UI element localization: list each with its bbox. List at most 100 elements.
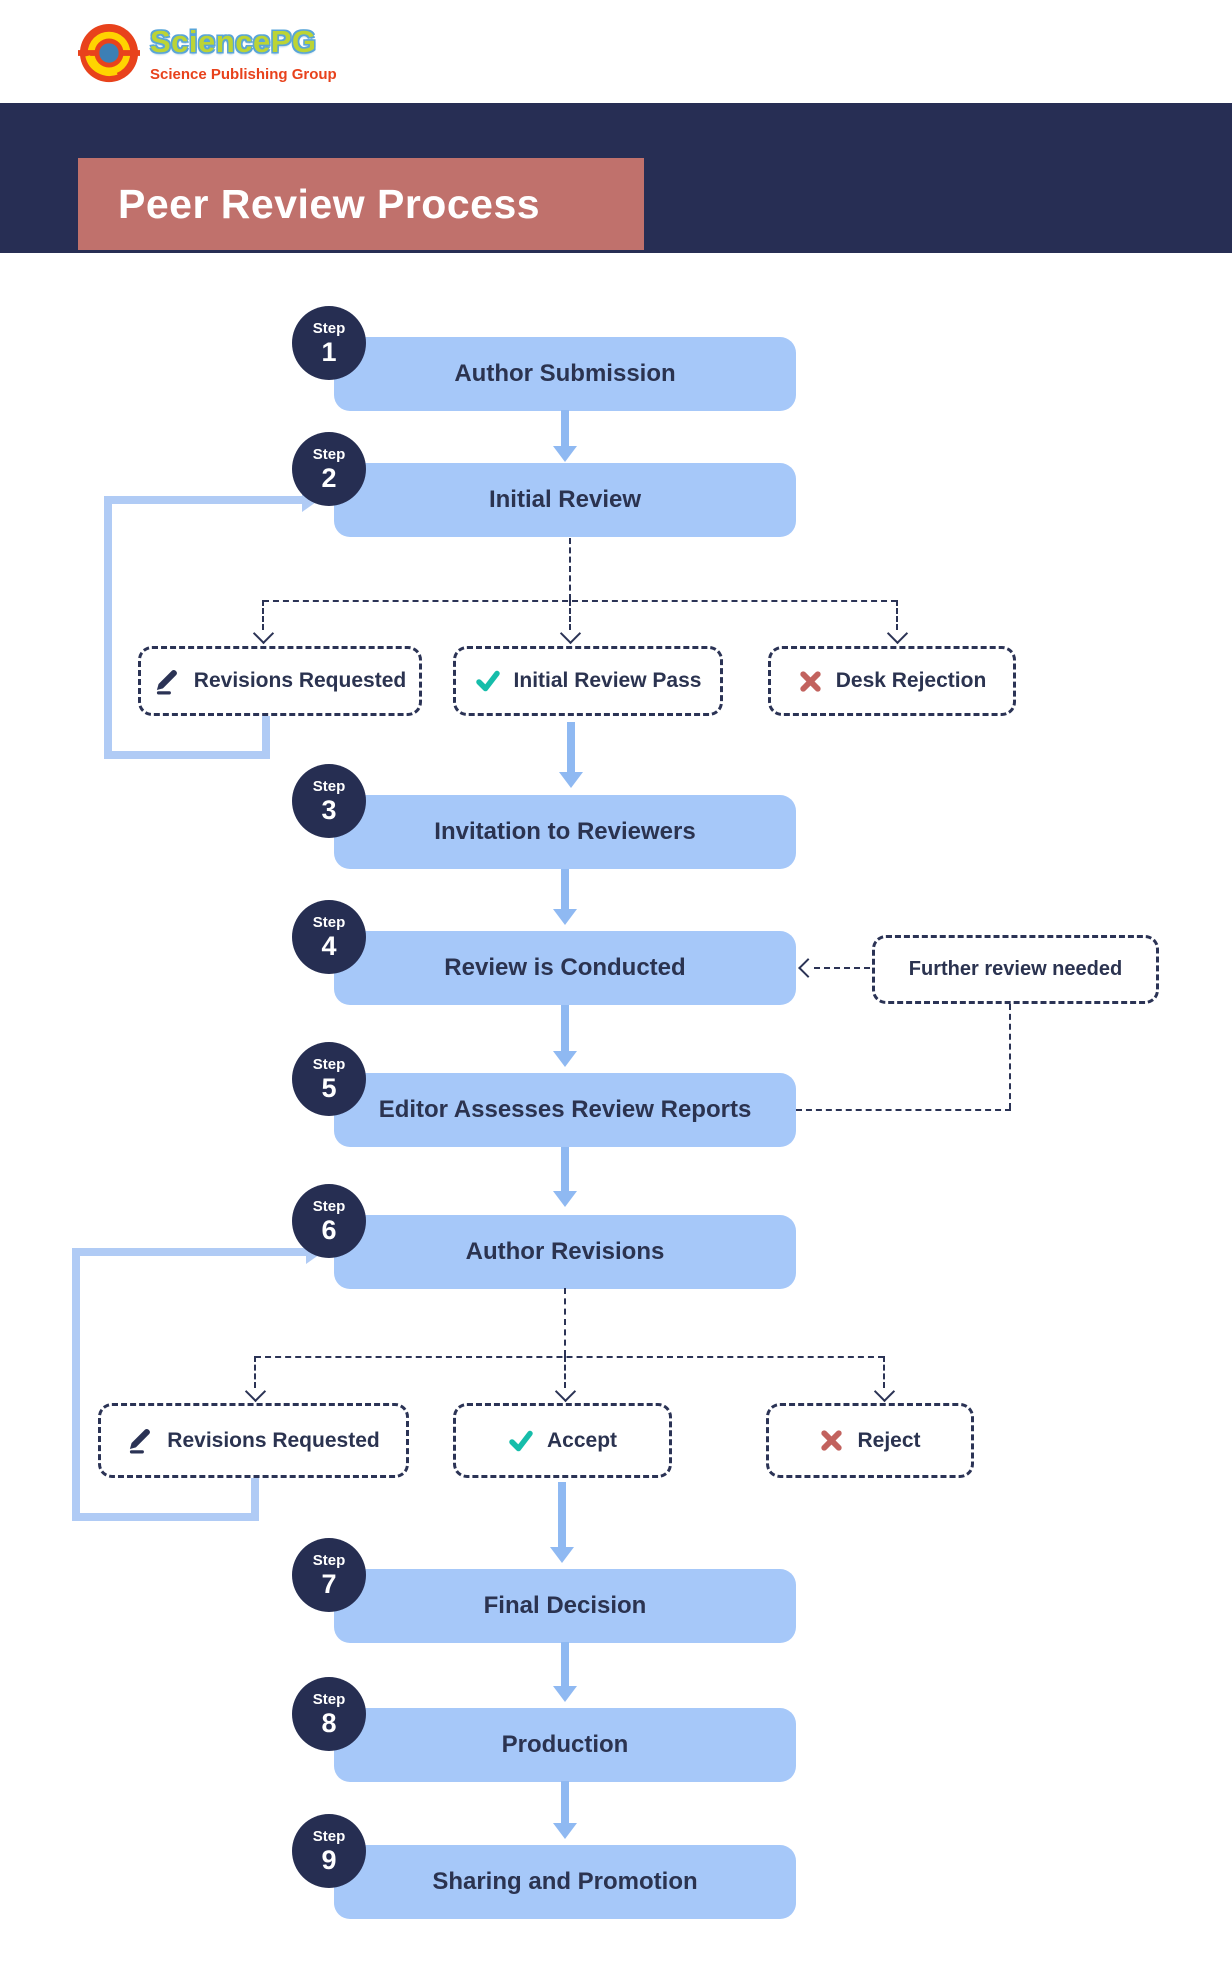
dashed-connector-round2-horizontal bbox=[255, 1356, 884, 1358]
feedback-loop-2-top bbox=[72, 1248, 306, 1256]
arrowhead-round1-middle bbox=[559, 622, 582, 645]
step-label: Invitation to Reviewers bbox=[434, 818, 696, 845]
step-badge-word: Step bbox=[312, 777, 346, 795]
dashed-connector-step6-down bbox=[564, 1288, 566, 1356]
arrow-step8-step9 bbox=[561, 1781, 569, 1823]
arrowhead-round2-middle bbox=[554, 1380, 577, 1403]
pencil-icon bbox=[156, 669, 177, 694]
arrow-accept-step7 bbox=[558, 1482, 566, 1547]
step-badge-word: Step bbox=[312, 1551, 346, 1569]
step-badge-8: Step 8 bbox=[292, 1677, 366, 1751]
step-box-production: Production bbox=[334, 1708, 796, 1782]
step-box-author-submission: Author Submission bbox=[334, 337, 796, 411]
title-box: Peer Review Process bbox=[78, 158, 644, 250]
step-badge-word: Step bbox=[312, 1197, 346, 1215]
dashed-connector-round2-middle bbox=[564, 1356, 566, 1388]
feedback-loop-1-bottom bbox=[104, 751, 270, 759]
step-box-author-revisions: Author Revisions bbox=[334, 1215, 796, 1289]
dashed-connector-step2-down bbox=[569, 538, 571, 600]
x-icon bbox=[821, 1430, 843, 1451]
step-badge-7: Step 7 bbox=[292, 1538, 366, 1612]
step-badge-3: Step 3 bbox=[292, 764, 366, 838]
arrow-step5-step6 bbox=[561, 1147, 569, 1191]
branch-reject: Reject bbox=[766, 1403, 974, 1478]
arrow-step4-step5 bbox=[561, 1005, 569, 1051]
step-badge-word: Step bbox=[312, 445, 346, 463]
step-label: Final Decision bbox=[483, 1592, 647, 1619]
arrow-step3-step4 bbox=[561, 869, 569, 909]
step-box-sharing-and-promotion: Sharing and Promotion bbox=[334, 1845, 796, 1919]
logo-tagline-text: Science Publishing Group bbox=[150, 65, 337, 83]
step-label: Initial Review bbox=[488, 486, 642, 513]
branch-accept: Accept bbox=[453, 1403, 672, 1478]
check-icon bbox=[475, 670, 500, 692]
branch-desk-rejection: Desk Rejection bbox=[768, 646, 1016, 716]
step-badge-number: 7 bbox=[321, 1568, 337, 1599]
dashed-connector-round1-horizontal bbox=[263, 600, 897, 602]
check-icon bbox=[509, 1430, 533, 1451]
step-badge-6: Step 6 bbox=[292, 1184, 366, 1258]
sciencepg-logo-icon bbox=[78, 23, 140, 83]
dashed-connector-round2-right bbox=[883, 1356, 885, 1388]
step-badge-word: Step bbox=[312, 1827, 346, 1845]
dashed-connector-round1-middle bbox=[569, 600, 571, 630]
step-label: Author Submission bbox=[454, 360, 676, 387]
step-badge-number: 2 bbox=[321, 462, 337, 493]
pencil-icon bbox=[130, 1429, 151, 1454]
step-label: Sharing and Promotion bbox=[432, 1868, 698, 1895]
dashed-connector-round1-left bbox=[262, 600, 264, 630]
step-box-invitation-to-reviewers: Invitation to Reviewers bbox=[334, 795, 796, 869]
branch-initial-review-pass: Initial Review Pass bbox=[453, 646, 723, 716]
branch-revisions-requested-1: Revisions Requested bbox=[138, 646, 422, 716]
step-badge-number: 9 bbox=[321, 1844, 337, 1875]
step-badge-4: Step 4 bbox=[292, 900, 366, 974]
step-box-initial-review: Initial Review bbox=[334, 463, 796, 537]
step-badge-word: Step bbox=[312, 913, 346, 931]
x-icon bbox=[800, 670, 821, 692]
branch-label: Revisions Requested bbox=[193, 669, 407, 692]
arrowhead-round2-right bbox=[873, 1380, 896, 1403]
step-badge-word: Step bbox=[312, 319, 346, 337]
feedback-loop-1-top bbox=[104, 496, 302, 504]
branch-label: Desk Rejection bbox=[835, 669, 987, 692]
dashed-connector-round2-left bbox=[254, 1356, 256, 1388]
step-label: Author Revisions bbox=[465, 1238, 665, 1265]
arrowhead-further-to-step4 bbox=[798, 958, 818, 978]
arrowhead-round2-left bbox=[244, 1380, 267, 1403]
arrowhead-round1-right bbox=[886, 622, 909, 645]
dashed-connector-further-vertical bbox=[1009, 1004, 1011, 1109]
logo-brand-text: SciencePG bbox=[150, 23, 317, 59]
arrow-step1-step2 bbox=[561, 410, 569, 446]
branch-label: Reject bbox=[857, 1428, 921, 1452]
step-box-editor-assesses-review-reports: Editor Assesses Review Reports bbox=[334, 1073, 796, 1147]
branch-label: Initial Review Pass bbox=[513, 669, 702, 692]
step-box-final-decision: Final Decision bbox=[334, 1569, 796, 1643]
logo: SciencePG Science Publishing Group bbox=[78, 22, 337, 84]
dashed-connector-round1-right bbox=[896, 600, 898, 630]
step-badge-number: 5 bbox=[321, 1072, 337, 1103]
dashed-arrow-further-to-step4 bbox=[814, 967, 870, 969]
feedback-loop-2-stub bbox=[251, 1478, 259, 1521]
step-badge-2: Step 2 bbox=[292, 432, 366, 506]
logo-text-block: SciencePG Science Publishing Group bbox=[150, 24, 337, 83]
branch-label: Accept bbox=[546, 1428, 618, 1452]
step-badge-number: 3 bbox=[321, 794, 337, 825]
step-label: Review is Conducted bbox=[444, 954, 686, 981]
feedback-loop-1-left bbox=[104, 496, 112, 759]
arrow-pass-step3 bbox=[567, 722, 575, 772]
step-badge-5: Step 5 bbox=[292, 1042, 366, 1116]
page-title: Peer Review Process bbox=[118, 180, 541, 227]
branch-label: Revisions Requested bbox=[167, 1428, 380, 1452]
feedback-loop-1-stub bbox=[262, 716, 270, 759]
feedback-loop-2-left bbox=[72, 1248, 80, 1521]
feedback-loop-2-bottom bbox=[72, 1513, 259, 1521]
further-review-needed-box: Further review needed bbox=[872, 935, 1159, 1004]
step-badge-number: 8 bbox=[321, 1707, 337, 1738]
step-badge-number: 1 bbox=[321, 336, 337, 367]
step-badge-word: Step bbox=[312, 1055, 346, 1073]
step-badge-1: Step 1 bbox=[292, 306, 366, 380]
arrowhead-round1-left bbox=[252, 622, 275, 645]
step-badge-9: Step 9 bbox=[292, 1814, 366, 1888]
step-box-review-is-conducted: Review is Conducted bbox=[334, 931, 796, 1005]
